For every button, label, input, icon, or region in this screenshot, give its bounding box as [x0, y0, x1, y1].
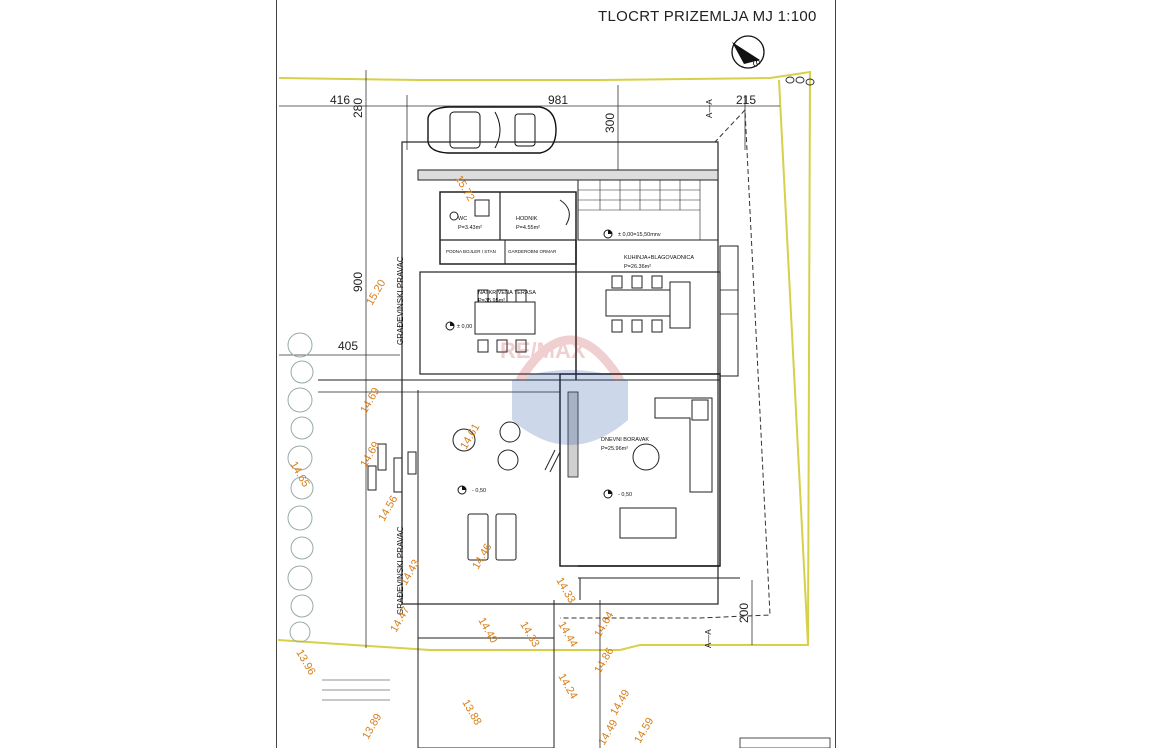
spot-height: 14.69 [358, 440, 382, 470]
dim-left-vert: 900 [351, 272, 365, 292]
dim-top-right: 215 [736, 93, 756, 107]
spot-height: 14.61 [458, 422, 482, 452]
room-kitchen-name: KUHINJA+BLAGOVAONICA [624, 255, 694, 261]
level-garden: - 0,50 [472, 488, 486, 494]
room-living-area: P=25.96m² [601, 446, 628, 452]
property-boundary [277, 70, 812, 651]
terrace-dining-table [474, 289, 536, 353]
room-hall-name: HODNIK [516, 216, 538, 222]
spot-height: 14.33 [517, 620, 541, 650]
spot-height: 14.49 [608, 688, 632, 718]
spot-height: 13.88 [459, 698, 483, 728]
building-line-lower: GRAĐEVINSKI PRAVAC [396, 526, 405, 615]
entrance-area [417, 637, 555, 748]
spot-height: 14.40 [475, 616, 499, 646]
room-storage1-name: PODNA BOJLER I STAN [446, 249, 496, 254]
svg-text:RE/MAX: RE/MAX [500, 338, 586, 363]
wc-hall-block [439, 191, 577, 265]
spot-height: 14.59 [632, 716, 656, 746]
room-hall-area: P=4.55m² [516, 225, 540, 231]
hedge-plants [287, 332, 314, 643]
spot-height: 14.33 [553, 576, 577, 606]
room-wc-area: P=3.43m² [458, 225, 482, 231]
markings-top-right [785, 76, 815, 86]
room-storage2-name: GARDEROBNI ORMAR [508, 249, 557, 254]
spot-height: 14.44 [555, 620, 579, 650]
dim-top-left: 416 [330, 93, 350, 107]
spot-height: 15.20 [364, 278, 388, 308]
staircase [577, 179, 719, 241]
north-arrow-icon: S [731, 35, 765, 70]
spot-height: 14.46 [470, 542, 494, 572]
level-terrace: ± 0,00 [457, 324, 472, 330]
room-wc-name: WC [458, 216, 467, 222]
dim-left-vert-top: 280 [351, 98, 365, 118]
building-outline [401, 141, 719, 605]
boundary-edge [778, 79, 809, 646]
dim-car-vert: 300 [603, 113, 617, 133]
spot-height: 14.56 [376, 494, 400, 524]
level-entry: ± 0,00=15,50mnv [618, 232, 661, 238]
room-terrace-name: NATKRIVENA TERASA [478, 290, 536, 296]
spot-height: 14.64 [592, 610, 616, 640]
spot-height: 14.69 [358, 386, 382, 416]
room-terrace-area: P=35.95m² [478, 298, 505, 304]
living-room-furniture [619, 397, 713, 539]
garden-furniture [367, 421, 561, 561]
spot-height: 14.24 [555, 672, 579, 702]
dim-bottom-right-vert: 200 [737, 603, 751, 623]
room-kitchen-area: P=26.36m² [624, 264, 651, 270]
building-line-upper: GRAĐEVINSKI PRAVAC [396, 256, 405, 345]
spot-height: 13.89 [360, 712, 384, 742]
dim-left-horiz: 405 [338, 339, 358, 353]
remax-watermark: RE/MAX [500, 335, 628, 445]
drawing-title: TLOCRT PRIZEMLJA MJ 1:100 [598, 8, 817, 25]
spot-height: 14.47 [388, 605, 412, 635]
dim-top-mid: 981 [548, 93, 568, 107]
room-living-name: DNEVNI BORAVAK [601, 437, 649, 443]
section-mark-bottom: A—A [704, 629, 713, 648]
svg-text:S: S [749, 58, 762, 70]
kitchen-dining-table [605, 275, 691, 333]
spot-height: 13.96 [293, 648, 317, 678]
level-living: - 0,50 [618, 492, 632, 498]
section-mark-top: A—A [705, 99, 714, 118]
car-icon [427, 106, 557, 154]
